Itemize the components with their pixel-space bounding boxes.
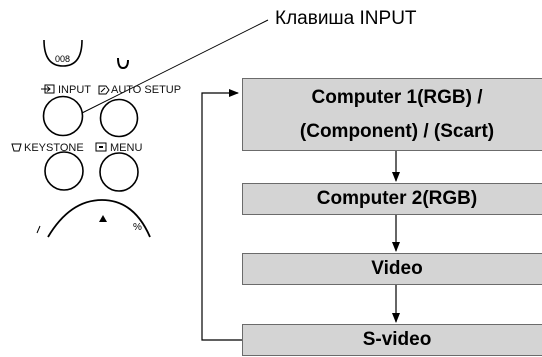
flow-step-computer1-line1: Computer 1(RGB) / — [311, 86, 483, 108]
input-label: INPUT — [58, 84, 91, 96]
auto-setup-label: AUTO SETUP — [111, 84, 182, 96]
flow-step-video-label: Video — [371, 258, 423, 279]
dpad-left-tick — [36, 225, 41, 234]
flow-step-video: Video — [242, 253, 542, 285]
keystone-label: KEYSTONE — [24, 142, 84, 154]
flow-loop-line — [201, 89, 242, 341]
top-button-partial — [43, 39, 83, 67]
menu-icon — [95, 142, 107, 152]
flow-step-computer1-line2: (Component) / (Scart) — [299, 120, 495, 142]
top-button-text: 008 — [55, 54, 70, 64]
input-button[interactable] — [42, 95, 84, 137]
input-key-callout: Клавиша INPUT — [275, 8, 417, 29]
flow-step-computer2: Computer 2(RGB) — [242, 183, 542, 215]
input-icon — [41, 84, 55, 94]
dpad-right-glyph: % — [133, 222, 142, 233]
flow-step-svideo-label: S-video — [362, 329, 432, 350]
callout-leader-line — [81, 19, 269, 114]
auto-setup-button[interactable] — [99, 98, 139, 138]
flow-step-svideo: S-video — [242, 324, 542, 356]
keystone-icon — [11, 143, 22, 152]
dpad-up-arrow-icon — [99, 215, 107, 222]
auto-setup-icon — [98, 85, 110, 95]
flow-step-computer1: Computer 1(RGB) / (Component) / (Scart) — [242, 78, 542, 151]
keystone-button[interactable] — [44, 151, 84, 191]
menu-button[interactable] — [99, 152, 139, 192]
top-right-partial — [117, 57, 129, 70]
flow-step-computer2-label: Computer 2(RGB) — [316, 188, 478, 209]
menu-label: MENU — [110, 142, 143, 154]
dpad-ring[interactable] — [47, 199, 151, 238]
